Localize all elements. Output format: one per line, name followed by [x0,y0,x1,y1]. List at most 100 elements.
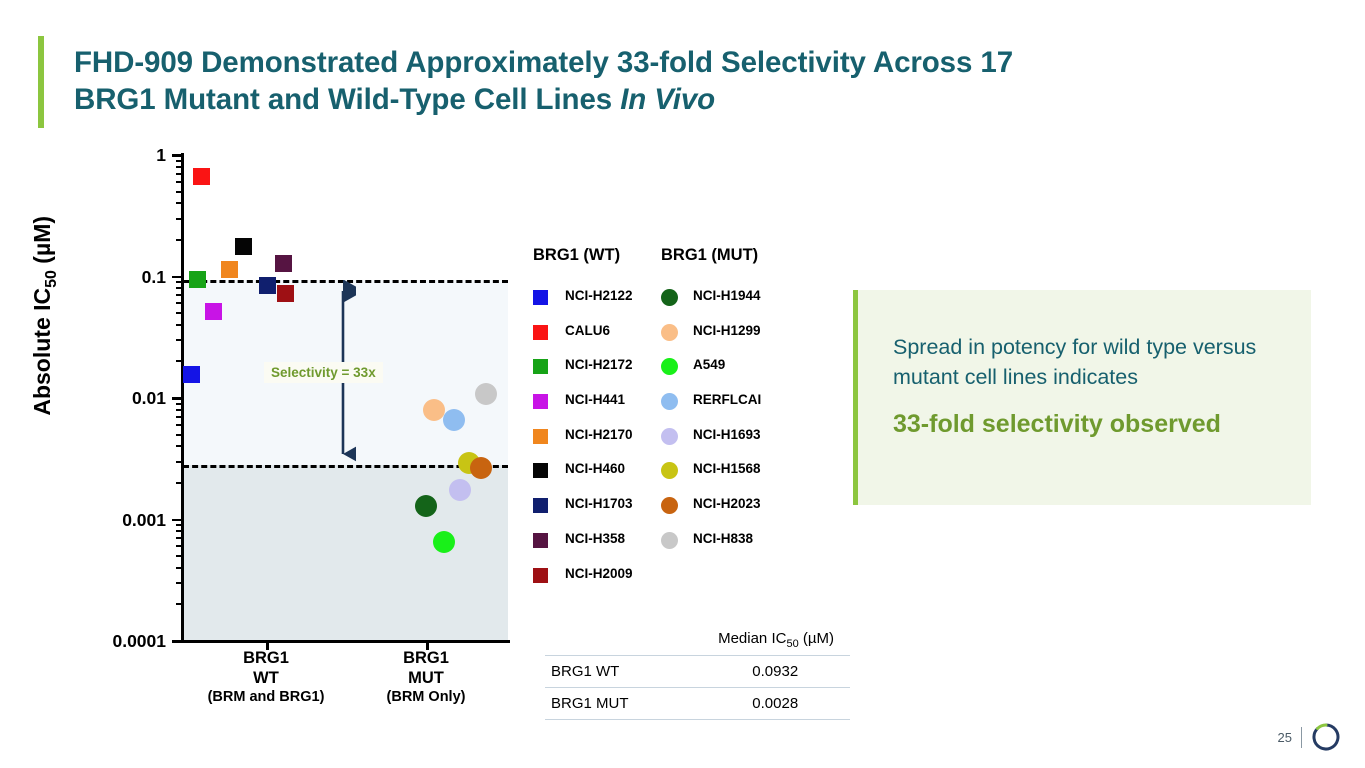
legend-swatch-icon [661,323,678,341]
legend-label: NCI-H460 [565,461,626,477]
y-tick-minor [176,555,183,558]
legend-swatch-icon [533,567,548,583]
legend-label: NCI-H2009 [565,565,633,581]
y-tick-minor [176,530,183,533]
y-tick-minor [176,238,183,241]
x-cat-line2: MUT [408,669,444,688]
legend-swatch-icon [661,497,678,515]
legend-header-wt: BRG1 (WT) [533,246,621,264]
y-tick-minor [176,202,183,205]
data-point-nci-h1693 [449,478,471,501]
callout-box: Spread in potency for wild type versus m… [853,290,1311,505]
legend-swatch-icon [533,463,548,479]
legend-label: RERFLCAI [693,392,762,408]
x-cat-line1: BRG1 [403,649,449,667]
y-tick-minor [176,172,183,175]
x-tick-mut [426,640,429,650]
y-tick-minor [176,433,183,436]
callout-highlight: 33-fold selectivity observed [893,410,1221,439]
y-tick-major [172,518,183,521]
page-number: 25 [1277,729,1292,745]
y-tick-minor [176,603,183,606]
legend-swatch-icon [661,427,678,445]
y-tick-minor [176,281,183,284]
median-mut-dashed-line [183,465,508,469]
legend-swatch-icon [661,289,678,306]
y-tick-minor [176,408,183,411]
y-tick-minor [176,287,183,290]
table-cell-median: 0.0932 [752,663,799,680]
y-tick-minor [176,545,183,548]
y-tick-minor [176,190,183,193]
legend-swatch-icon [533,394,548,410]
legend-swatch-icon [533,428,548,444]
legend-label: A549 [693,357,726,373]
legend-swatch-icon [661,531,678,549]
y-tick-label: 1 [156,145,166,165]
legend-swatch-icon [661,393,678,411]
legend-label: NCI-H441 [565,392,626,408]
y-tick-minor [176,537,183,540]
company-logo-icon [1312,723,1340,751]
slide-footer: 25 [1278,722,1341,752]
page-title: FHD-909 Demonstrated Approximately 33-fo… [74,44,1214,119]
table-cell-group: BRG1 MUT [551,695,629,712]
y-tick-minor [176,582,183,585]
legend-label: NCI-H838 [693,530,754,546]
legend-swatch-icon [533,324,548,340]
legend-swatch-icon [661,462,678,480]
y-tick-minor [176,566,183,569]
legend-label: NCI-H2170 [565,426,633,442]
legend-label: NCI-H2023 [693,496,761,512]
y-tick-minor [176,165,183,168]
y-tick-minor [176,302,183,305]
data-point-nci-h2023 [470,457,492,480]
legend-swatch-icon [533,532,548,548]
legend-label: NCI-H1568 [693,461,761,477]
y-tick-label: 0.0001 [112,631,166,651]
data-point-nci-h2172 [188,270,206,288]
data-point-nci-h460 [234,238,252,256]
title-line-2: BRG1 Mutant and Wild-Type Cell Lines [74,83,621,117]
y-tick-minor [176,415,183,418]
x-cat-line3: (BRM and BRG1) [207,688,325,705]
data-point-nci-h1299 [423,399,445,422]
y-tick-minor [176,460,183,463]
table-cell-group: BRG1 WT [551,663,620,680]
legend-label: NCI-H2172 [565,357,633,373]
y-tick-minor [176,294,183,297]
legend-label: CALU6 [565,322,611,338]
y-tick-label: 0.1 [141,266,166,287]
legend-label: NCI-H2122 [565,288,633,303]
table-cell-median: 0.0028 [752,695,799,712]
y-tick-label: 0.001 [122,509,166,530]
y-tick-major [172,154,183,157]
y-tick-minor [176,423,183,426]
legend-label: NCI-H1299 [693,322,761,338]
y-tick-minor [176,312,183,315]
data-point-nci-h838 [475,382,497,405]
legend-label: NCI-H1703 [565,496,633,512]
callout-accent-bar [853,290,858,505]
data-point-nci-h2122 [182,366,200,384]
data-point-nci-h2170 [220,260,238,278]
y-tick-minor [176,445,183,448]
table-row: BRG1 WT 0.0932 [545,655,850,687]
legend-header-mut: BRG1 (MUT) [661,246,759,264]
y-tick-minor [176,323,183,326]
x-cat-line3: (BRM Only) [386,688,466,705]
data-point-nci-h441 [204,302,222,320]
data-point-nci-h1944 [415,495,437,518]
median-table-header: Median IC50 (µM) [718,630,834,650]
data-point-calu6 [192,168,210,186]
y-tick-major [172,275,183,278]
y-tick-major [172,640,183,643]
title-line-2-italic: In Vivo [620,83,716,117]
callout-text: Spread in potency for wild type versus m… [893,335,1257,390]
legend-label: NCI-H1693 [693,426,761,442]
data-point-nci-h358 [274,254,292,272]
